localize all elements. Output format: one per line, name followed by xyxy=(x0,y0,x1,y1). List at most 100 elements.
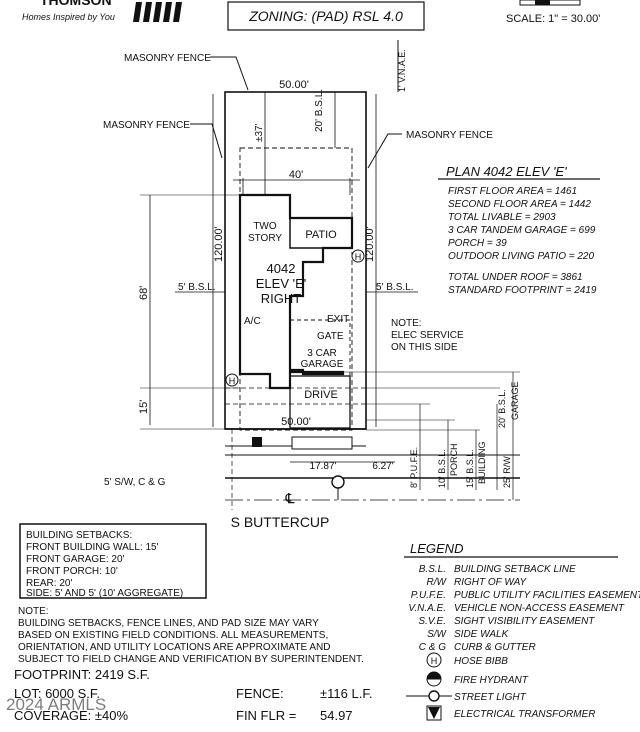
masonry-fence-label: MASONRY FENCE xyxy=(124,53,211,64)
legend-street-light: STREET LIGHT xyxy=(406,690,527,703)
legend-item: V.N.A.E. VEHICLE NON-ACCESS EASEMENT xyxy=(408,603,625,614)
stats: FOOTPRINT: 2419 S.F. LOT: 6000 S.F. COVE… xyxy=(6,667,372,723)
setback-line-text: REAR: 20' xyxy=(26,578,72,589)
legend: LEGEND B.S.L. BUILDING SETBACK LINE R/W … xyxy=(404,541,640,721)
garage-label: GARAGE xyxy=(301,359,344,370)
svg-text:SIDE WALK: SIDE WALK xyxy=(454,629,510,640)
legend-item: P.U.F.E. PUBLIC UTILITY FACILITIES EASEM… xyxy=(411,590,640,601)
svg-text:C & G: C & G xyxy=(419,642,446,653)
svg-text:V.N.A.E.: V.N.A.E. xyxy=(408,603,446,614)
hose-bibb-icon: H xyxy=(351,249,365,263)
rear-dim: ±37' xyxy=(254,123,265,142)
note-line: SUBJECT TO FIELD CHANGE AND VERIFICATION… xyxy=(18,654,364,665)
watermark: 2024 ARMLS xyxy=(6,695,106,714)
rear-setback-label: 20' B.S.L. xyxy=(314,89,325,132)
svg-text:CURB & GUTTER: CURB & GUTTER xyxy=(454,642,536,653)
svg-text:BUILDING SETBACK LINE: BUILDING SETBACK LINE xyxy=(454,564,576,575)
centerline-icon: ℄ xyxy=(285,490,295,506)
svg-text:P.U.F.E.: P.U.F.E. xyxy=(411,590,446,601)
brand-tagline: Homes Inspired by You xyxy=(22,12,115,22)
garage-area xyxy=(289,319,351,377)
plan-info-line: 3 CAR TANDEM GARAGE = 699 xyxy=(448,225,596,236)
exit-label: EXIT xyxy=(327,314,349,325)
plan-label: 4042 xyxy=(267,261,296,276)
svg-text:HOSE BIBB: HOSE BIBB xyxy=(454,656,508,667)
fence-value: ±116 L.F. xyxy=(320,686,372,701)
legend-item: S/W SIDE WALK xyxy=(427,629,509,640)
top-width-dim: 50.00' xyxy=(279,79,309,91)
svg-text:PUBLIC UTILITY FACILITIES EASE: PUBLIC UTILITY FACILITIES EASEMENT xyxy=(454,590,640,601)
masonry-fence-label: MASONRY FENCE xyxy=(406,130,493,141)
garage-bsl-label: GARAGE xyxy=(510,381,520,420)
right-depth-dim: 120.00' xyxy=(364,226,376,262)
legend-item: B.S.L. BUILDING SETBACK LINE xyxy=(419,564,576,575)
porch-bsl-label: 10' B.S.L. xyxy=(437,449,447,488)
scale-label: SCALE: 1" = 30.00' xyxy=(506,13,600,25)
two-story-label: STORY xyxy=(248,233,282,244)
note-line: BUILDING SETBACKS, FENCE LINES, AND PAD … xyxy=(18,618,319,629)
gate-label: GATE xyxy=(317,331,344,342)
elec-note: NOTE: xyxy=(391,318,422,329)
plan-info-line: PORCH = 39 xyxy=(448,238,507,249)
plan-info-title: PLAN 4042 ELEV 'E' xyxy=(446,164,567,179)
garage-label: 3 CAR xyxy=(307,348,336,359)
svg-text:RIGHT OF WAY: RIGHT OF WAY xyxy=(454,577,528,588)
porch-bsl-label: PORCH xyxy=(449,443,459,476)
plan-info: PLAN 4042 ELEV 'E' FIRST FLOOR AREA = 14… xyxy=(438,164,600,296)
hose-bibb-icon: H xyxy=(431,656,438,666)
front-dim: 15' xyxy=(138,400,150,414)
building-bsl-label: 15' B.S.L. xyxy=(465,449,475,488)
brand-name: THOMSON xyxy=(40,0,112,8)
plan-info-line: TOTAL UNDER ROOF = 3861 xyxy=(448,272,583,283)
fence-label: FENCE: xyxy=(236,686,284,701)
zoning-label: ZONING: (PAD) RSL 4.0 xyxy=(248,8,403,24)
svg-text:H: H xyxy=(229,376,236,386)
left-depth-dim: 120.00' xyxy=(213,226,225,262)
patio-outline xyxy=(289,217,353,249)
pufe-label: 8' P.U.F.E. xyxy=(409,447,419,488)
setback-line-text: FRONT PORCH: 10' xyxy=(26,566,118,577)
svg-text:ELECTRICAL TRANSFORMER: ELECTRICAL TRANSFORMER xyxy=(454,709,596,720)
svg-text:S/W: S/W xyxy=(427,629,447,640)
building-bsl-label: BUILDING xyxy=(477,441,487,484)
coverage-stat: COVERAGE: ±40% xyxy=(14,708,129,723)
legend-item: S.V.E. SIGHT VISIBILITY EASEMENT xyxy=(418,616,595,627)
plan-info-line: STANDARD FOOTPRINT = 2419 xyxy=(448,285,597,296)
plan-info-line: OUTDOOR LIVING PATIO = 220 xyxy=(448,251,594,262)
drive-label: DRIVE xyxy=(304,389,338,401)
ac-label: A/C xyxy=(244,316,261,327)
svg-text:STREET LIGHT: STREET LIGHT xyxy=(454,692,527,703)
legend-transformer: ELECTRICAL TRANSFORMER xyxy=(426,705,596,721)
setback-line-text: BUILDING SETBACKS: xyxy=(26,530,132,541)
svg-text:B.S.L.: B.S.L. xyxy=(419,564,446,575)
svg-text:S.V.E.: S.V.E. xyxy=(418,616,446,627)
left-bsl-label: 5' B.S.L. xyxy=(178,282,216,293)
fin-flr-value: 54.97 xyxy=(320,708,353,723)
transformer-icon xyxy=(252,437,262,447)
header: THOMSON Homes Inspired by You ZONING: (P… xyxy=(22,0,600,31)
driveway xyxy=(289,375,351,429)
site-labels: MASONRY FENCE MASONRY FENCE MASONRY FENC… xyxy=(103,49,520,530)
svg-text:VEHICLE NON-ACCESS EASEMENT: VEHICLE NON-ACCESS EASEMENT xyxy=(454,603,625,614)
transformer-icon xyxy=(426,705,442,721)
garage-bsl-label: 20' B.S.L. xyxy=(497,389,507,428)
zoning-box xyxy=(227,1,425,31)
plan-info-line: SECOND FLOOR AREA = 1442 xyxy=(448,199,591,210)
leaders xyxy=(190,40,402,169)
vnae-label: 1' V.N.A.E. xyxy=(397,49,407,92)
drive-width-dim: 17.87' xyxy=(310,461,337,472)
legend-item: R/W RIGHT OF WAY xyxy=(427,577,528,588)
elec-note: ELEC SERVICE xyxy=(391,330,464,341)
setback-line-text: SIDE: 5' AND 5' (10' AGGREGATE) xyxy=(26,588,183,599)
two-story-label: TWO xyxy=(253,221,277,232)
general-note: NOTE: BUILDING SETBACKS, FENCE LINES, AN… xyxy=(18,606,364,665)
setback-line xyxy=(239,147,353,431)
fire-hydrant-icon xyxy=(426,671,442,687)
house-depth-dim: 68' xyxy=(138,286,150,300)
svg-text:H: H xyxy=(355,252,362,262)
patio-label: PATIO xyxy=(305,229,337,241)
hose-bibb-icon: H xyxy=(225,373,239,387)
svg-text:FIRE HYDRANT: FIRE HYDRANT xyxy=(454,675,529,686)
street-light-icon xyxy=(331,475,345,500)
